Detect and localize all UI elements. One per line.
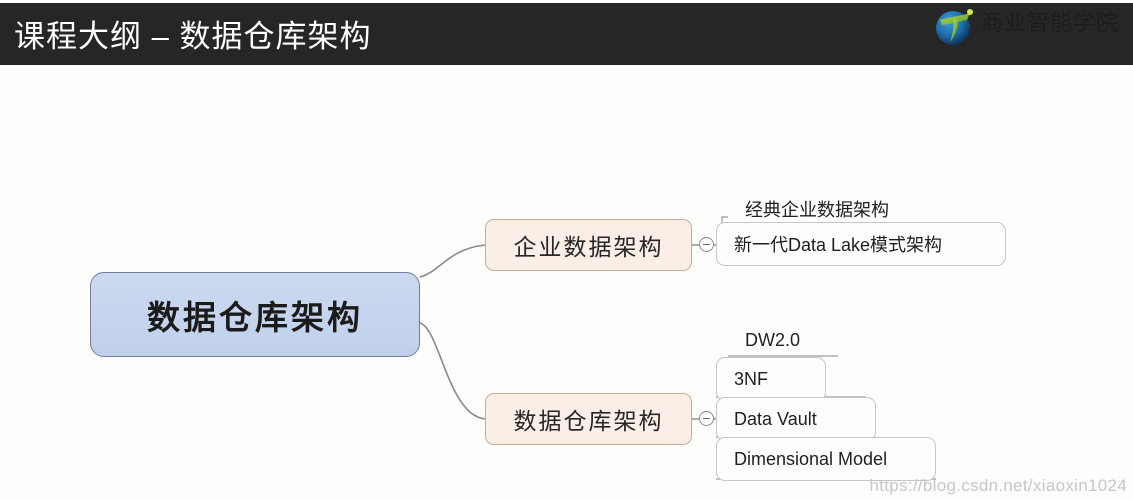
mindmap-branch-data-warehouse[interactable]: 数据仓库架构: [485, 393, 692, 445]
connector-root-to-dw: [419, 322, 486, 420]
brand-url: www.hellobi.com: [980, 32, 1086, 45]
mindmap-leaf-data-lake[interactable]: 新一代Data Lake模式架构: [716, 222, 1006, 266]
mindmap-root-node[interactable]: 数据仓库架构: [90, 272, 420, 357]
collapse-minus-icon-enterprise[interactable]: [699, 237, 714, 252]
globe-swoosh-logo-icon: [935, 9, 973, 45]
mindmap-leaf-dw20[interactable]: DW2.0: [745, 330, 801, 350]
mindmap-leaf-3nf[interactable]: 3NF: [716, 357, 826, 401]
mindmap-leaf-data-vault[interactable]: Data Vault: [716, 397, 876, 441]
connector-root-to-enterprise: [419, 244, 486, 278]
watermark: https://blog.csdn.net/xiaoxin1024: [869, 476, 1127, 495]
mindmap-canvas: 数据仓库架构 企业数据架构 数据仓库架构 经典企业数据架构 新一代Data La…: [0, 67, 1133, 500]
title-bar: 课程大纲 – 数据仓库架构 商业智能学院 www.hellobi.com: [0, 3, 1133, 65]
brand-name: 商业智能学院: [980, 9, 1119, 35]
collapse-minus-icon-data-warehouse[interactable]: [699, 411, 714, 426]
brand-text: 商业智能学院 www.hellobi.com: [981, 11, 1119, 46]
mindmap-branch-enterprise[interactable]: 企业数据架构: [485, 219, 692, 271]
mindmap-leaf-dimensional-model[interactable]: Dimensional Model: [716, 437, 936, 481]
brand-logo: 商业智能学院 www.hellobi.com: [933, 5, 1119, 51]
page-title: 课程大纲 – 数据仓库架构: [14, 19, 372, 54]
mindmap-leaf-classic-enterprise[interactable]: 经典企业数据架构: [745, 199, 889, 220]
